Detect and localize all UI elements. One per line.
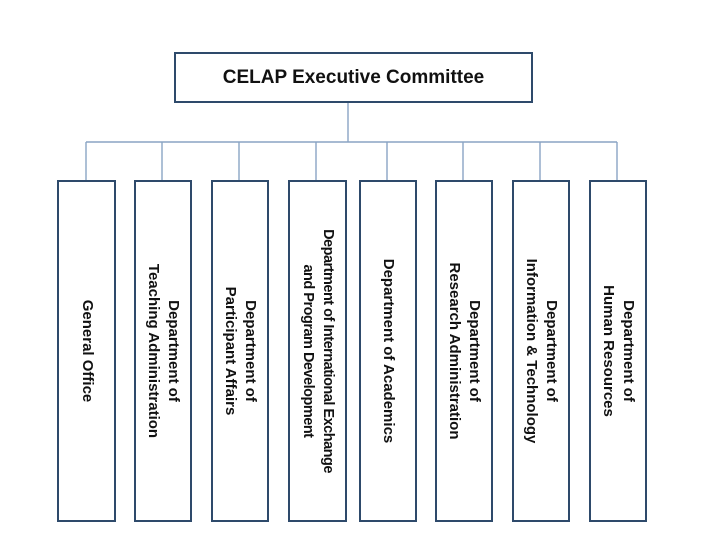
department-label: Department of Academics [378,184,398,518]
department-label: Department of Participant Affairs [220,184,260,518]
department-label-line: Department of [242,300,259,402]
department-label-line: Human Resources [600,285,617,417]
department-label-line: Department of Academics [380,258,397,444]
department-label-line: Teaching Administration [145,263,162,439]
executive-committee-label: CELAP Executive Committee [222,66,485,88]
department-label-line: General Office [78,299,96,403]
department-label: Department of International Exchange and… [298,184,338,518]
department-label-line: Department of [543,300,560,402]
department-label-line: Department of International Exchange [319,229,336,473]
department-label-line: Department of [466,300,483,402]
department-box-participant-affairs: Department of Participant Affairs [211,180,269,522]
department-label-line: Information & Technology [523,258,540,444]
department-box-research-administration: Department of Research Administration [435,180,493,522]
department-label-line: Research Administration [446,262,463,440]
department-label: General Office [77,184,97,518]
department-box-human-resources: Department of Human Resources [589,180,647,522]
department-box-information-technology: Department of Information & Technology [512,180,570,522]
department-label-line: and Program Development [299,264,316,438]
department-label: Department of Human Resources [598,184,638,518]
department-box-international-exchange: Department of International Exchange and… [288,180,347,522]
executive-committee-box: CELAP Executive Committee [174,52,533,103]
department-label-line: Department of [620,300,637,402]
department-box-teaching-administration: Department of Teaching Administration [134,180,192,522]
department-label: Department of Teaching Administration [143,184,183,518]
department-label: Department of Research Administration [444,184,484,518]
department-box-academics: Department of Academics [359,180,417,522]
department-label: Department of Information & Technology [521,184,561,518]
department-label-line: Participant Affairs [222,286,239,416]
department-box-general-office: General Office [57,180,116,522]
department-label-line: Department of [165,300,182,402]
